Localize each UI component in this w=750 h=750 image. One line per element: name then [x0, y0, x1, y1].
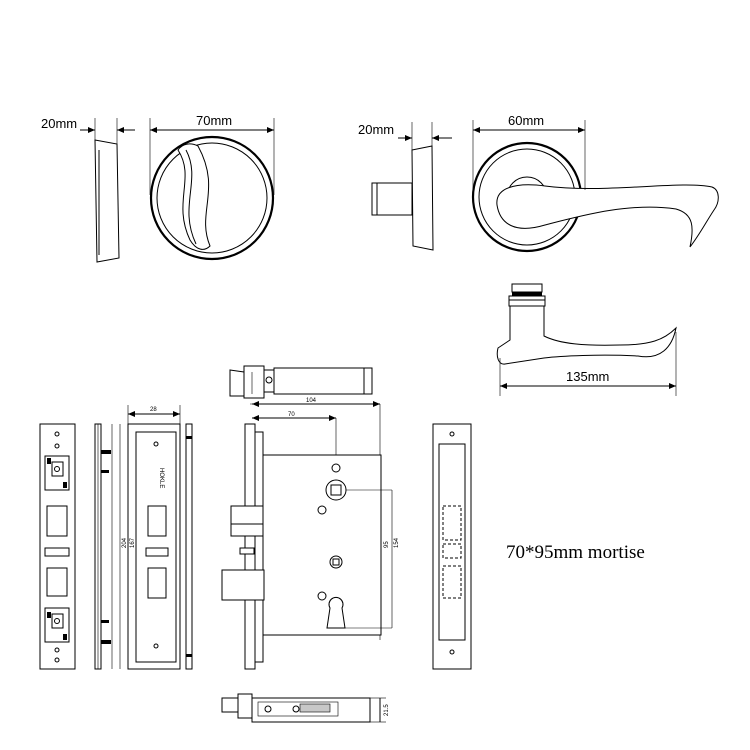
strike-length-label: 167 [130, 537, 136, 548]
body-height-label: 154 [394, 537, 400, 548]
lever-rosette-side-view: 20mm [358, 122, 452, 251]
mortise-bottom-view: 21.5 [221, 693, 390, 723]
rosette-side-view: 20mm [41, 116, 135, 263]
rosette-thickness-label: 20mm [41, 116, 77, 131]
strike-plate: 28 HOKLE 204 167 [119, 405, 193, 670]
faceplate-front [39, 423, 76, 670]
lever-length-label: 135mm [566, 369, 609, 384]
faceplate-brand-mark: HOKLE [158, 468, 164, 488]
faceplate-length-label: 204 [122, 537, 128, 548]
latch-top-view [229, 365, 373, 399]
lever-rosette-diameter-label: 60mm [508, 113, 544, 128]
mortise-caption: 70*95mm mortise [506, 542, 645, 563]
mortise-body: 104 70 95 154 [221, 398, 400, 670]
faceplate-side [94, 423, 113, 670]
backset-label: 70 [288, 412, 295, 418]
faceplate-width-label: 28 [150, 407, 157, 413]
knob-front-view: 70mm [149, 113, 275, 261]
bottom-thickness-label: 21.5 [384, 704, 390, 716]
strike-keep-front [432, 423, 472, 670]
lever-rosette-thickness-label: 20mm [358, 122, 394, 137]
center-distance-label: 95 [384, 541, 390, 548]
backset-total-label: 104 [306, 398, 317, 404]
lever-top-view: 135mm [496, 283, 677, 396]
lever-front-view: 60mm [471, 113, 719, 253]
rosette-diameter-label: 70mm [196, 113, 232, 128]
